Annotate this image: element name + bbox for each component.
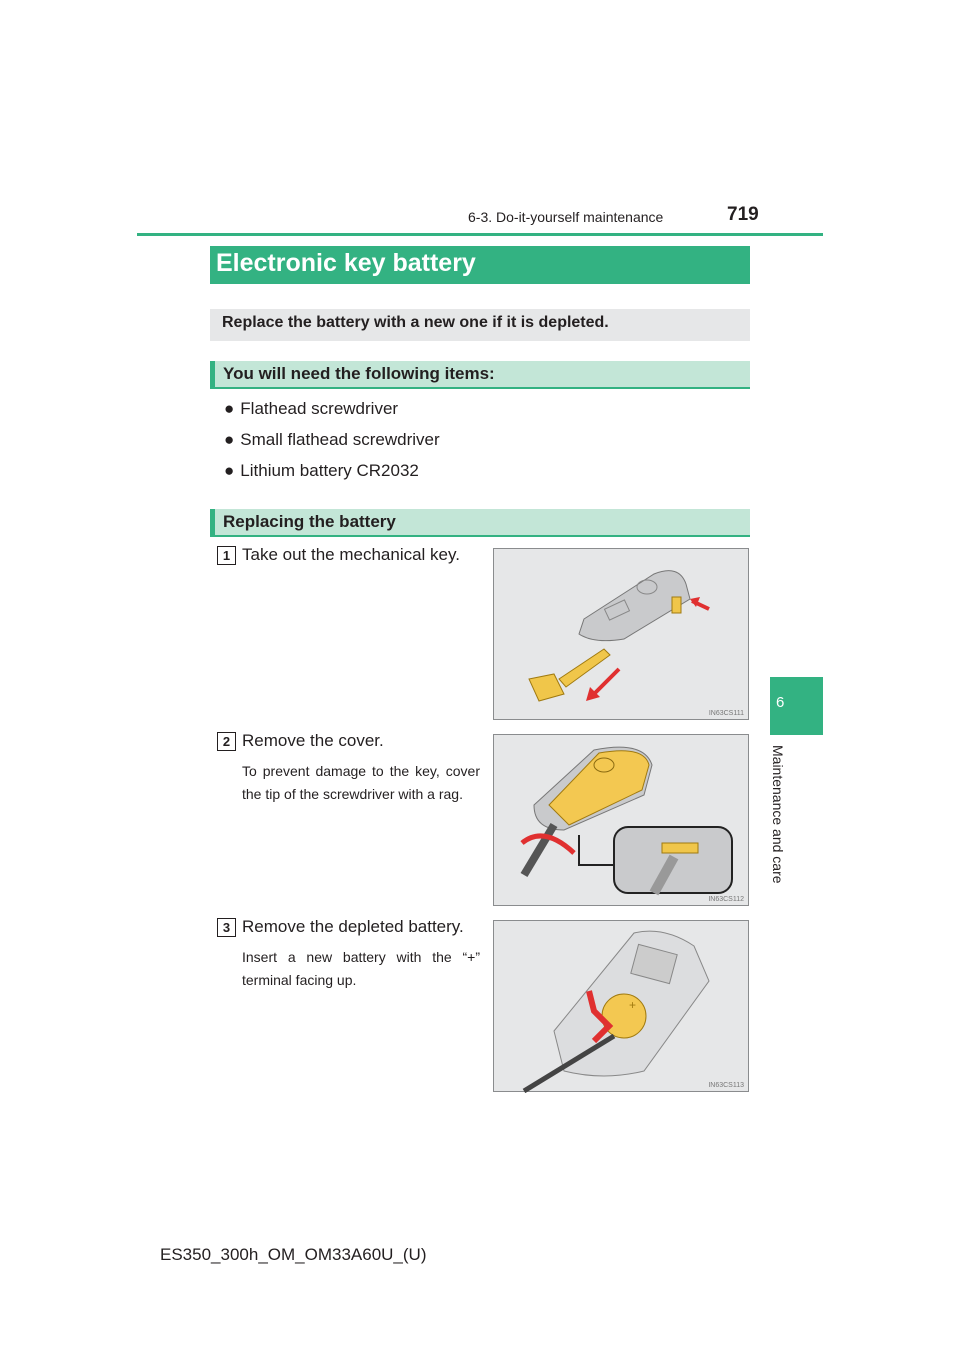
cover-removal-illustration xyxy=(520,746,733,896)
step-note: Insert a new battery with the “+” termin… xyxy=(242,949,480,988)
footer-code: ES350_300h_OM_OM33A60U_(U) xyxy=(160,1245,427,1264)
svg-text:+: + xyxy=(629,998,636,1012)
replacing-heading: Replacing the battery xyxy=(210,509,750,537)
figure-remove-key: IN63CS111 xyxy=(493,548,749,720)
list-item: ● Lithium battery CR2032 xyxy=(224,461,419,481)
bullet-icon: ● xyxy=(224,399,235,418)
battery-removal-illustration: + xyxy=(522,930,710,1093)
step-text: Remove the cover. xyxy=(242,731,384,750)
list-item: ● Flathead screwdriver xyxy=(224,399,398,419)
page-number: 719 xyxy=(727,204,759,225)
figure-remove-cover: IN63CS112 xyxy=(493,734,749,906)
step-number: 1 xyxy=(217,546,236,565)
step-text: Remove the depleted battery. xyxy=(242,917,464,936)
figure-code: IN63CS111 xyxy=(708,710,744,717)
items-heading-text: You will need the following items: xyxy=(223,364,495,383)
section-header: 6-3. Do-it-yourself maintenance xyxy=(468,209,664,225)
step-text: Take out the mechanical key. xyxy=(242,545,460,564)
bullet-icon: ● xyxy=(224,461,235,480)
list-item: ● Small flathead screwdriver xyxy=(224,430,440,450)
items-heading: You will need the following items: xyxy=(210,361,750,389)
bullet-icon: ● xyxy=(224,430,235,449)
step-note: To prevent damage to the key, cover the … xyxy=(242,763,480,802)
item-label: Lithium battery CR2032 xyxy=(240,461,419,480)
chapter-tab[interactable]: 6 xyxy=(770,677,823,735)
figure-code: IN63CS113 xyxy=(708,1082,744,1089)
step-number: 3 xyxy=(217,918,236,937)
chapter-number: 6 xyxy=(776,694,785,711)
item-label: Flathead screwdriver xyxy=(240,399,399,418)
intro-text: Replace the battery with a new one if it… xyxy=(222,314,609,331)
step-number: 2 xyxy=(217,732,236,751)
chapter-label: Maintenance and care xyxy=(770,745,786,884)
key-fob-illustration xyxy=(528,570,710,702)
header-rule xyxy=(137,233,823,236)
intro-box: Replace the battery with a new one if it… xyxy=(210,309,750,341)
item-label: Small flathead screwdriver xyxy=(240,430,440,449)
figure-code: IN63CS112 xyxy=(708,896,744,903)
page-title: Electronic key battery xyxy=(216,249,476,277)
title-bar: Electronic key battery xyxy=(210,246,750,284)
replacing-heading-text: Replacing the battery xyxy=(223,512,396,531)
figure-remove-battery: + IN63CS113 xyxy=(493,920,749,1093)
